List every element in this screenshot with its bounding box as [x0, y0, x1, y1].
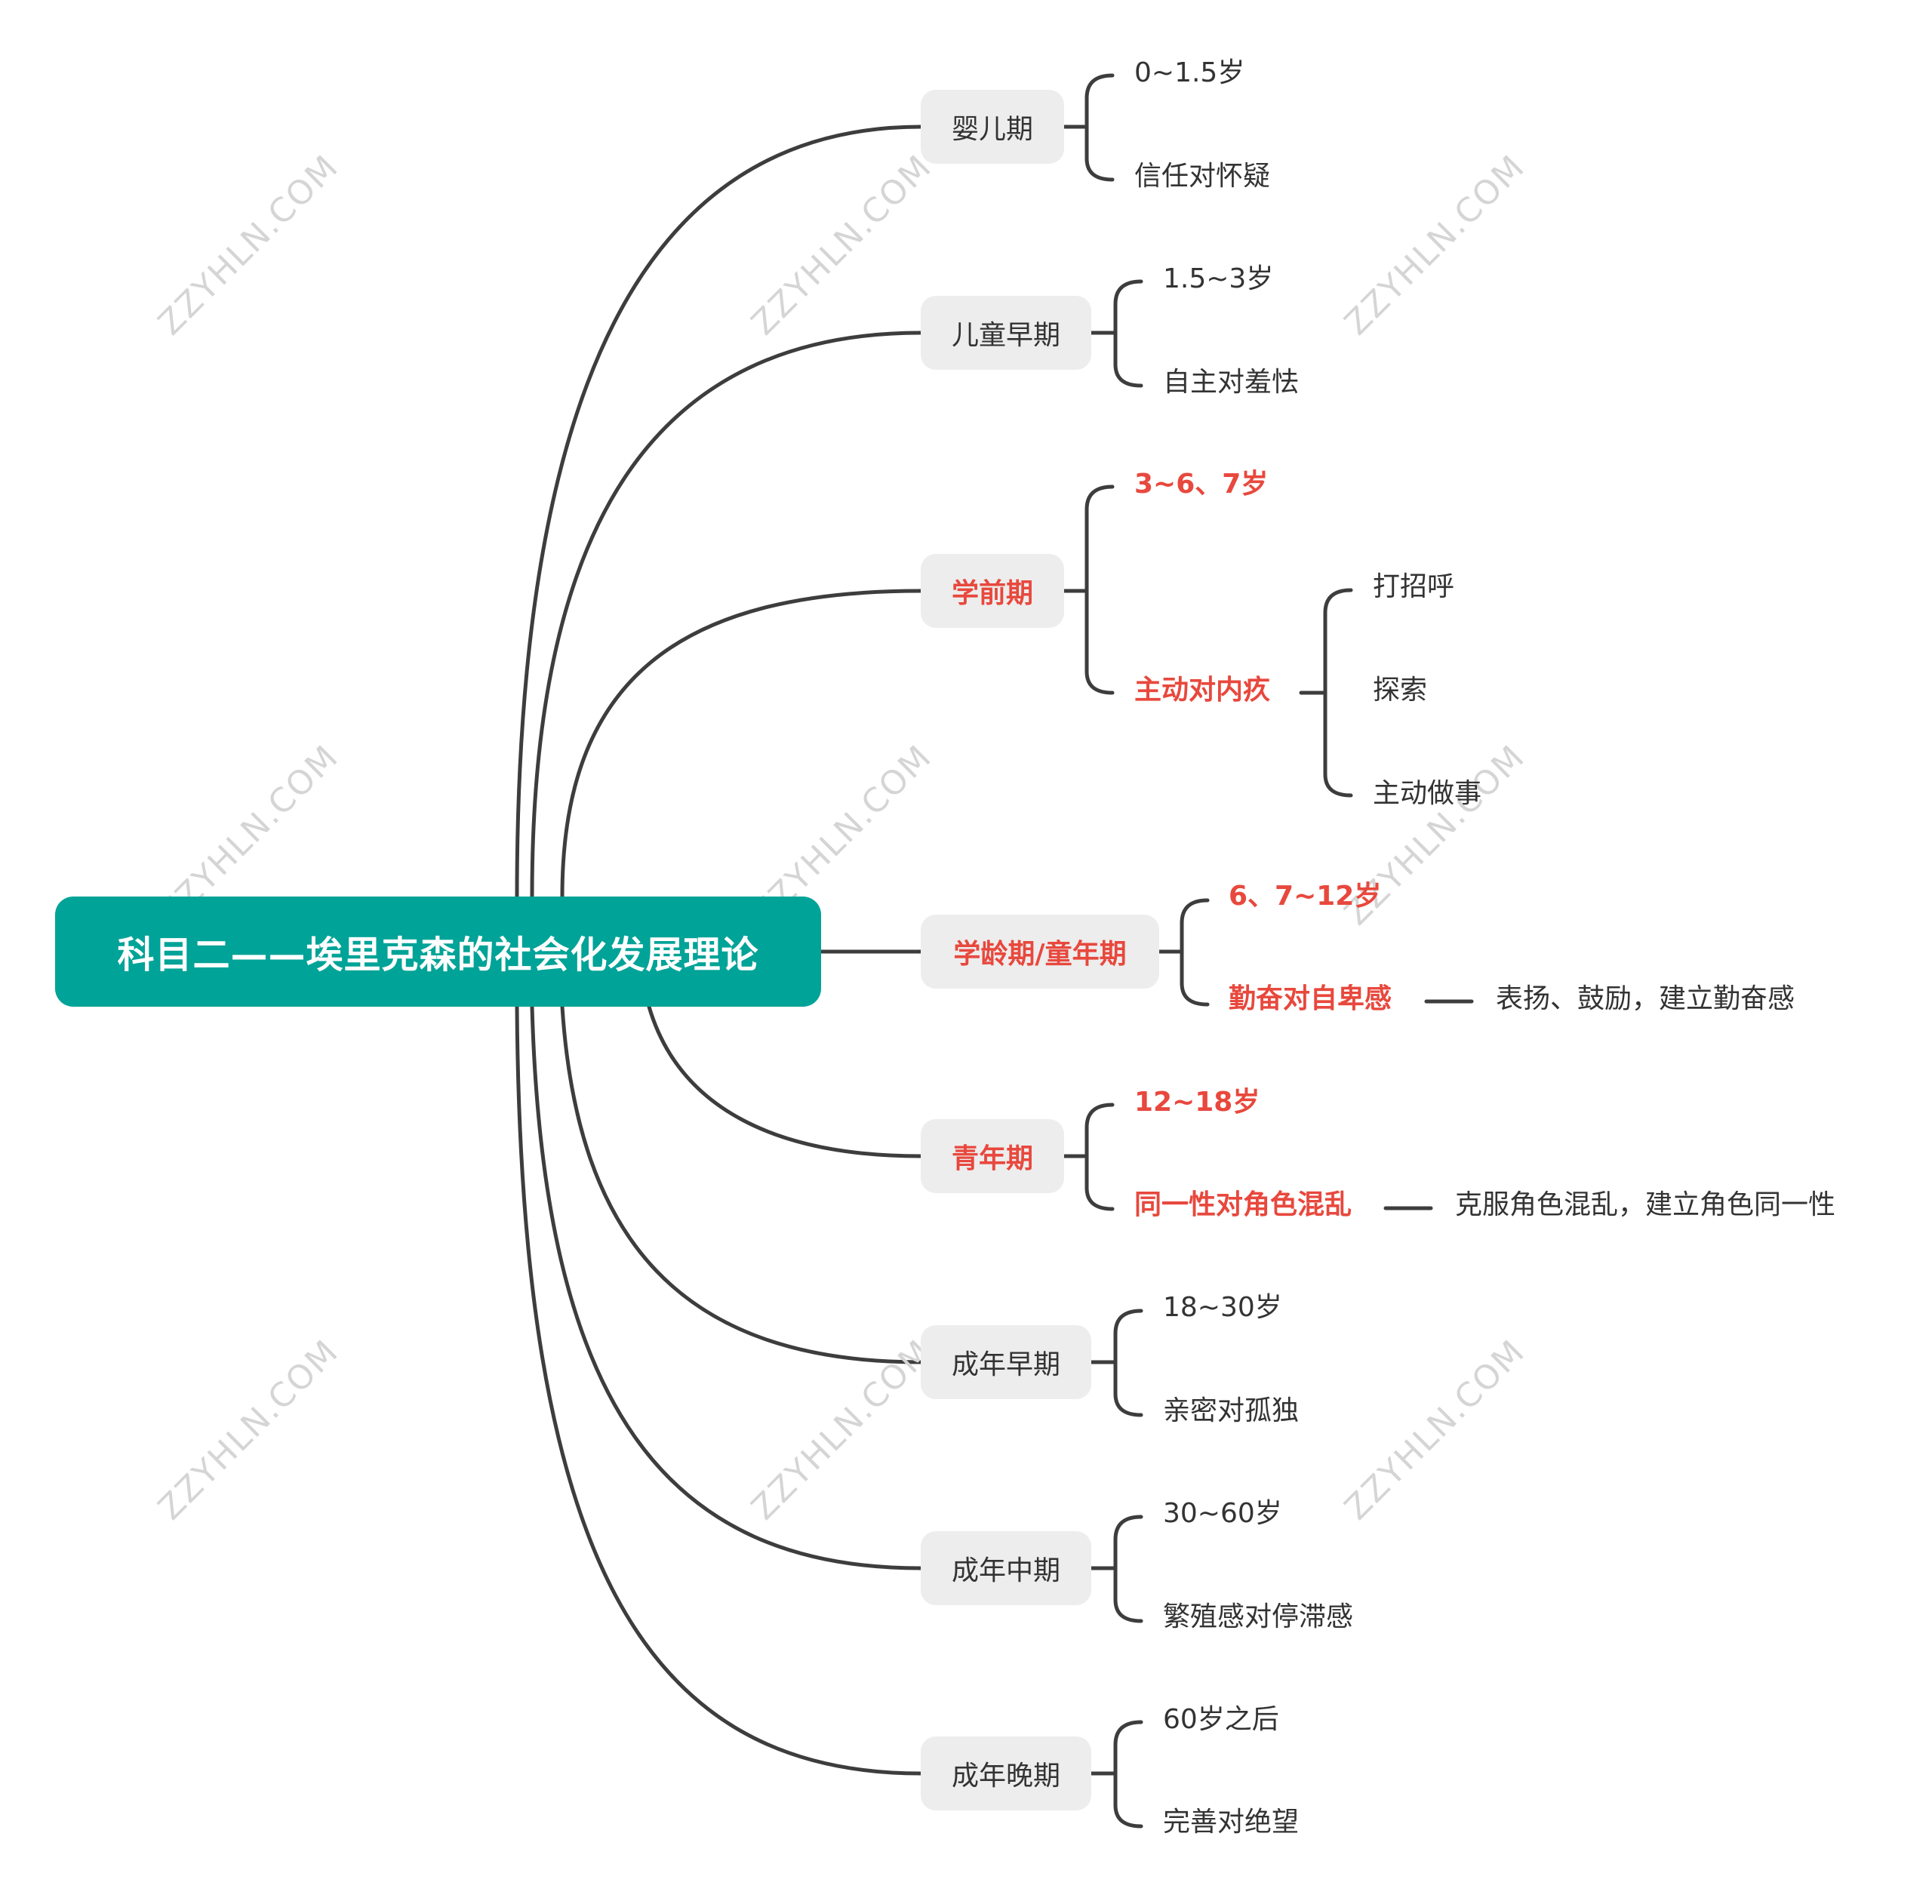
- stage-node-early-adult[interactable]: 成年早期: [921, 1325, 1091, 1399]
- stage-age: 18~30岁: [1163, 1292, 1282, 1323]
- stage-age: 6、7~12岁: [1229, 881, 1382, 912]
- stage-crisis: 亲密对孤独: [1163, 1395, 1300, 1426]
- stage-node-late-adult[interactable]: 成年晚期: [921, 1736, 1091, 1810]
- stage-node-school-age[interactable]: 学龄期/童年期: [921, 915, 1159, 989]
- crisis-note: 克服角色混乱，建立角色同一性: [1455, 1189, 1836, 1220]
- bracket-middle-adult: [1089, 1515, 1143, 1623]
- bracket-infant: [1062, 73, 1115, 182]
- stage-node-infant[interactable]: 婴儿期: [921, 90, 1064, 164]
- stage-age: 3~6、7岁: [1134, 469, 1269, 500]
- connector-middle-adult: [530, 1004, 923, 1570]
- stage-crisis: 主动对内疚: [1134, 675, 1271, 706]
- stage-label: 成年中期: [951, 1555, 1060, 1586]
- bracket-early-childhood: [1089, 279, 1143, 388]
- bracket-preschool-crisis: [1299, 588, 1353, 798]
- stage-label: 成年早期: [951, 1349, 1060, 1380]
- stage-age: 0~1.5岁: [1134, 57, 1245, 88]
- bracket-early-adult: [1089, 1309, 1143, 1417]
- stage-crisis: 同一性对角色混乱: [1134, 1189, 1352, 1220]
- stage-label: 青年期: [951, 1143, 1033, 1174]
- bracket-adolescence: [1062, 1103, 1115, 1211]
- stage-label: 成年晚期: [951, 1761, 1060, 1792]
- stage-label: 学前期: [951, 578, 1033, 609]
- connector-late-adult: [515, 1004, 923, 1776]
- connector-adolescence: [647, 1004, 923, 1158]
- stage-age: 12~18岁: [1134, 1087, 1260, 1118]
- bracket-school-age: [1157, 898, 1210, 1007]
- stage-node-middle-adult[interactable]: 成年中期: [921, 1531, 1091, 1605]
- stage-node-preschool[interactable]: 学前期: [921, 554, 1064, 628]
- connector-early-adult: [560, 1004, 923, 1364]
- stage-crisis: 完善对绝望: [1163, 1807, 1300, 1838]
- stage-label: 儿童早期: [951, 320, 1060, 351]
- root-node[interactable]: 科目二——埃里克森的社会化发展理论: [55, 897, 821, 1007]
- stage-crisis: 勤奋对自卑感: [1229, 983, 1392, 1014]
- crisis-detail: 主动做事: [1373, 778, 1482, 809]
- connector-early-childhood: [530, 331, 923, 899]
- stage-crisis: 自主对羞怯: [1163, 367, 1300, 398]
- stage-crisis: 繁殖感对停滞感: [1163, 1601, 1354, 1632]
- bracket-late-adult: [1089, 1720, 1143, 1829]
- crisis-detail: 打招呼: [1373, 571, 1455, 602]
- stage-node-adolescence[interactable]: 青年期: [921, 1119, 1064, 1193]
- stage-age: 60岁之后: [1163, 1704, 1279, 1735]
- stage-age: 30~60岁: [1163, 1498, 1282, 1529]
- root-title: 科目二——埃里克森的社会化发展理论: [117, 933, 759, 977]
- stage-label: 学龄期/童年期: [953, 939, 1127, 970]
- bracket-preschool: [1062, 484, 1115, 695]
- crisis-detail: 探索: [1373, 675, 1428, 706]
- connector-preschool: [560, 589, 923, 899]
- stage-node-early-childhood[interactable]: 儿童早期: [921, 296, 1091, 370]
- stage-label: 婴儿期: [951, 114, 1033, 145]
- stage-crisis: 信任对怀疑: [1134, 161, 1271, 192]
- crisis-note: 表扬、鼓励，建立勤奋感: [1496, 983, 1795, 1014]
- stage-age: 1.5~3岁: [1163, 263, 1274, 294]
- connector-infant: [515, 125, 923, 899]
